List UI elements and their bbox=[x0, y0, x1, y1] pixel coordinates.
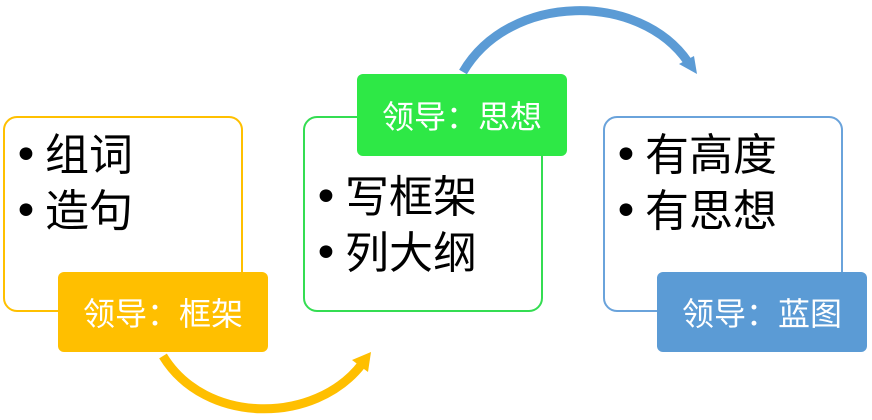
list-item: •有高度 bbox=[605, 128, 841, 184]
step-2-tag: 领导：思想 bbox=[357, 74, 567, 156]
arrow-head-yellow bbox=[352, 352, 371, 372]
bullet-icon: • bbox=[313, 228, 339, 279]
list-item: •写框架 bbox=[305, 170, 541, 226]
bullet-icon: • bbox=[13, 130, 39, 181]
step-3-tag: 领导：蓝图 bbox=[657, 272, 867, 352]
step-2-list: •写框架 •列大纲 bbox=[305, 170, 541, 282]
step-3-list: •有高度 •有思想 bbox=[605, 128, 841, 240]
arrow-curve-yellow bbox=[159, 353, 366, 414]
bullet-icon: • bbox=[613, 130, 639, 181]
bullet-icon: • bbox=[613, 186, 639, 237]
arrow-curve-blue bbox=[459, 6, 692, 75]
arrow-head-blue bbox=[679, 56, 697, 74]
step-1-tag: 领导：框架 bbox=[58, 272, 268, 352]
list-item: •列大纲 bbox=[305, 226, 541, 282]
list-item: •有思想 bbox=[605, 184, 841, 240]
bullet-icon: • bbox=[13, 186, 39, 237]
step-1-box: •组词 •造句 bbox=[3, 116, 243, 312]
bullet-icon: • bbox=[313, 172, 339, 223]
list-item: •组词 bbox=[5, 128, 241, 184]
step-1-list: •组词 •造句 bbox=[5, 128, 241, 240]
list-item: •造句 bbox=[5, 184, 241, 240]
